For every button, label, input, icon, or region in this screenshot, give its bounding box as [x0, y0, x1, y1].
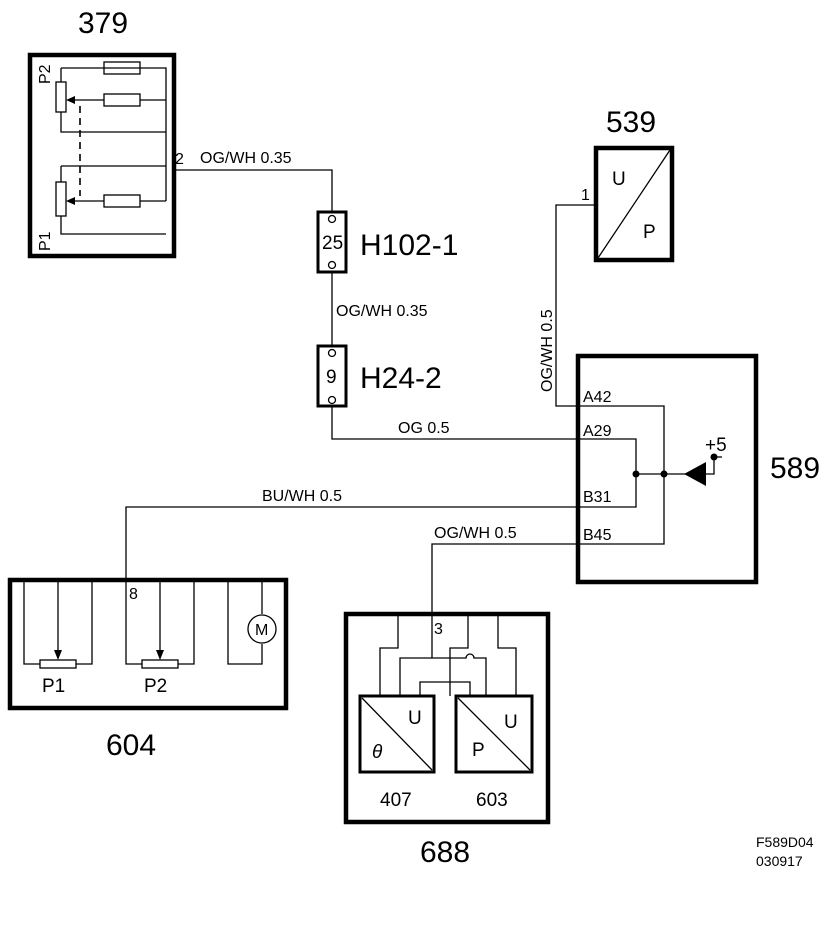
- component-589: 589 A42 A29 B31 B45 +5: [575, 353, 820, 585]
- component-688: 688 3 U θ 407 U P 603: [343, 611, 551, 869]
- wire-379-h102: [174, 169, 333, 212]
- component-589-pin-a29: A29: [583, 423, 612, 440]
- component-589-box: [575, 353, 759, 585]
- component-604-motor: M: [255, 622, 268, 639]
- potentiometer-p2: [141, 659, 179, 669]
- component-539-number: 539: [606, 106, 656, 139]
- sensor-603-p: P: [472, 740, 485, 761]
- wire-h102-h24-label: OG/WH 0.35: [336, 303, 428, 320]
- component-379-number: 379: [78, 7, 128, 40]
- connector-h102-1-pin: 25: [322, 233, 343, 254]
- wire-379-h102-label: OG/WH 0.35: [200, 150, 292, 167]
- wire-og: [331, 406, 578, 440]
- component-379-box: [27, 52, 177, 259]
- connector-h24-2: 9 H24-2: [316, 344, 442, 408]
- wire-539-589: [555, 204, 665, 545]
- sensor-603-u: U: [504, 712, 518, 733]
- resistor: [103, 93, 141, 107]
- component-604: 604 8 P1 P2 M: [7, 577, 289, 762]
- component-379-p1-label: P1: [37, 231, 54, 251]
- connector-h102-1-name: H102-1: [360, 229, 458, 262]
- component-604-number: 604: [106, 729, 156, 762]
- component-688-sub1: 407: [380, 790, 412, 811]
- component-688-sub2: 603: [476, 790, 508, 811]
- component-539-box: [593, 145, 675, 263]
- potentiometer-p1: [39, 659, 77, 669]
- component-539-p: P: [643, 222, 656, 243]
- component-539-u: U: [612, 169, 626, 190]
- component-589-supply: +5: [705, 435, 727, 456]
- component-604-box: [7, 577, 289, 711]
- component-688-pin: 3: [434, 621, 443, 638]
- sensor-407-theta: θ: [372, 742, 383, 763]
- wire-buwh-label: BU/WH 0.5: [262, 488, 342, 505]
- wire-ogwh-688: [431, 543, 578, 614]
- resistor: [103, 61, 141, 75]
- component-539-pin: 1: [581, 187, 590, 204]
- wire-og-label: OG 0.5: [398, 420, 450, 437]
- wire-ogwh-688-label: OG/WH 0.5: [434, 525, 517, 542]
- buffer-icon: [684, 462, 706, 486]
- component-604-p1: P1: [42, 676, 65, 697]
- wire-buwh: [125, 506, 578, 580]
- potentiometer-p1: [55, 181, 67, 217]
- component-539: 539 U P 1: [581, 106, 675, 263]
- component-379: 379 P2 P1 2: [27, 7, 184, 259]
- component-379-pin: 2: [175, 151, 184, 168]
- sensor-603-box: [454, 694, 534, 774]
- component-379-p2-label: P2: [37, 64, 54, 84]
- component-604-pin: 8: [129, 586, 138, 603]
- sensor-407-box: [358, 694, 436, 774]
- connector-h24-2-pin: 9: [326, 367, 337, 388]
- resistor: [103, 194, 141, 208]
- potentiometer-p2: [55, 81, 67, 113]
- connector-h102-1: 25 H102-1: [316, 210, 458, 274]
- component-589-number: 589: [770, 452, 820, 485]
- component-589-pin-a42: A42: [583, 389, 612, 406]
- footer-date: 030917: [756, 853, 803, 869]
- component-688-box: [343, 611, 551, 825]
- component-589-pin-b31: B31: [583, 489, 612, 506]
- component-604-p2: P2: [144, 676, 167, 697]
- motor-icon: [247, 614, 277, 644]
- wire-539-label: OG/WH 0.5: [539, 309, 556, 392]
- footer-code: F589D04: [756, 834, 814, 850]
- component-589-pin-b45: B45: [583, 527, 612, 544]
- connector-h24-2-name: H24-2: [360, 362, 442, 395]
- component-688-number: 688: [420, 836, 470, 869]
- sensor-407-u: U: [408, 708, 422, 729]
